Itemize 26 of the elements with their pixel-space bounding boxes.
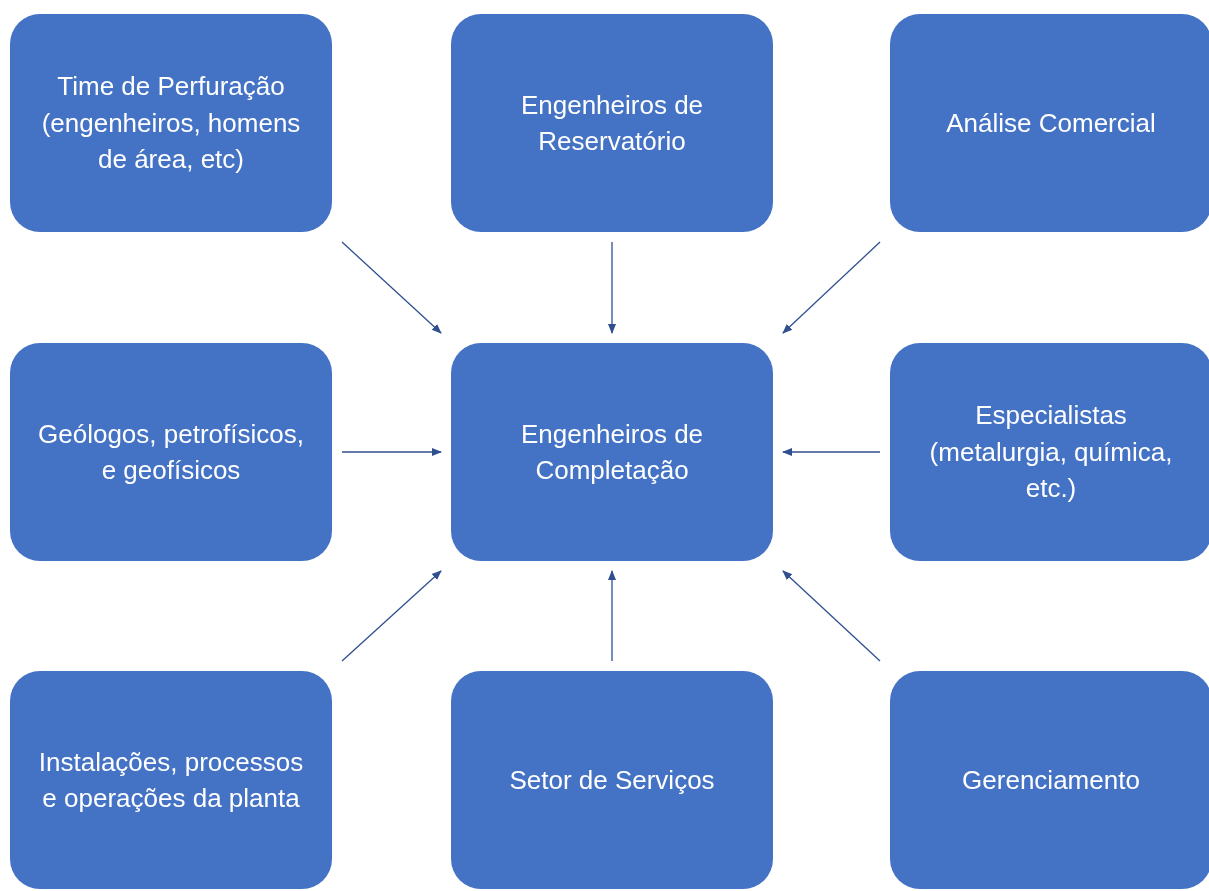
arrow xyxy=(341,448,442,456)
rounded-box xyxy=(890,14,1209,232)
box-label: Engenheiros de Completação xyxy=(519,417,705,487)
rounded-box xyxy=(451,14,773,232)
arrow xyxy=(782,448,881,456)
box-label: Geólogos, petrofísicos, e geofísicos xyxy=(37,417,305,487)
box-label: Instalações, processos e operações da planta xyxy=(37,745,305,815)
rounded-box xyxy=(890,343,1209,561)
rounded-box xyxy=(451,343,773,561)
arrow xyxy=(341,241,442,334)
box-label: Especialistas (metalurgia, química, etc.) xyxy=(928,399,1174,506)
box-label: Time de Perfuração (engenheiros, homens de área, etc) xyxy=(40,70,302,177)
box-label: Análise Comercial xyxy=(946,106,1156,140)
rounded-box xyxy=(890,671,1209,889)
arrow xyxy=(341,570,442,662)
arrow xyxy=(608,241,616,334)
rounded-box xyxy=(10,671,332,889)
box-label: Setor de Serviços xyxy=(509,763,715,797)
arrow xyxy=(782,570,881,662)
rounded-box xyxy=(10,14,332,232)
rounded-box xyxy=(10,343,332,561)
box-label: Gerenciamento xyxy=(962,763,1140,797)
arrow xyxy=(608,570,616,662)
rounded-box xyxy=(451,671,773,889)
arrow xyxy=(782,241,881,334)
box-label: Engenheiros de Reservatório xyxy=(519,88,705,158)
